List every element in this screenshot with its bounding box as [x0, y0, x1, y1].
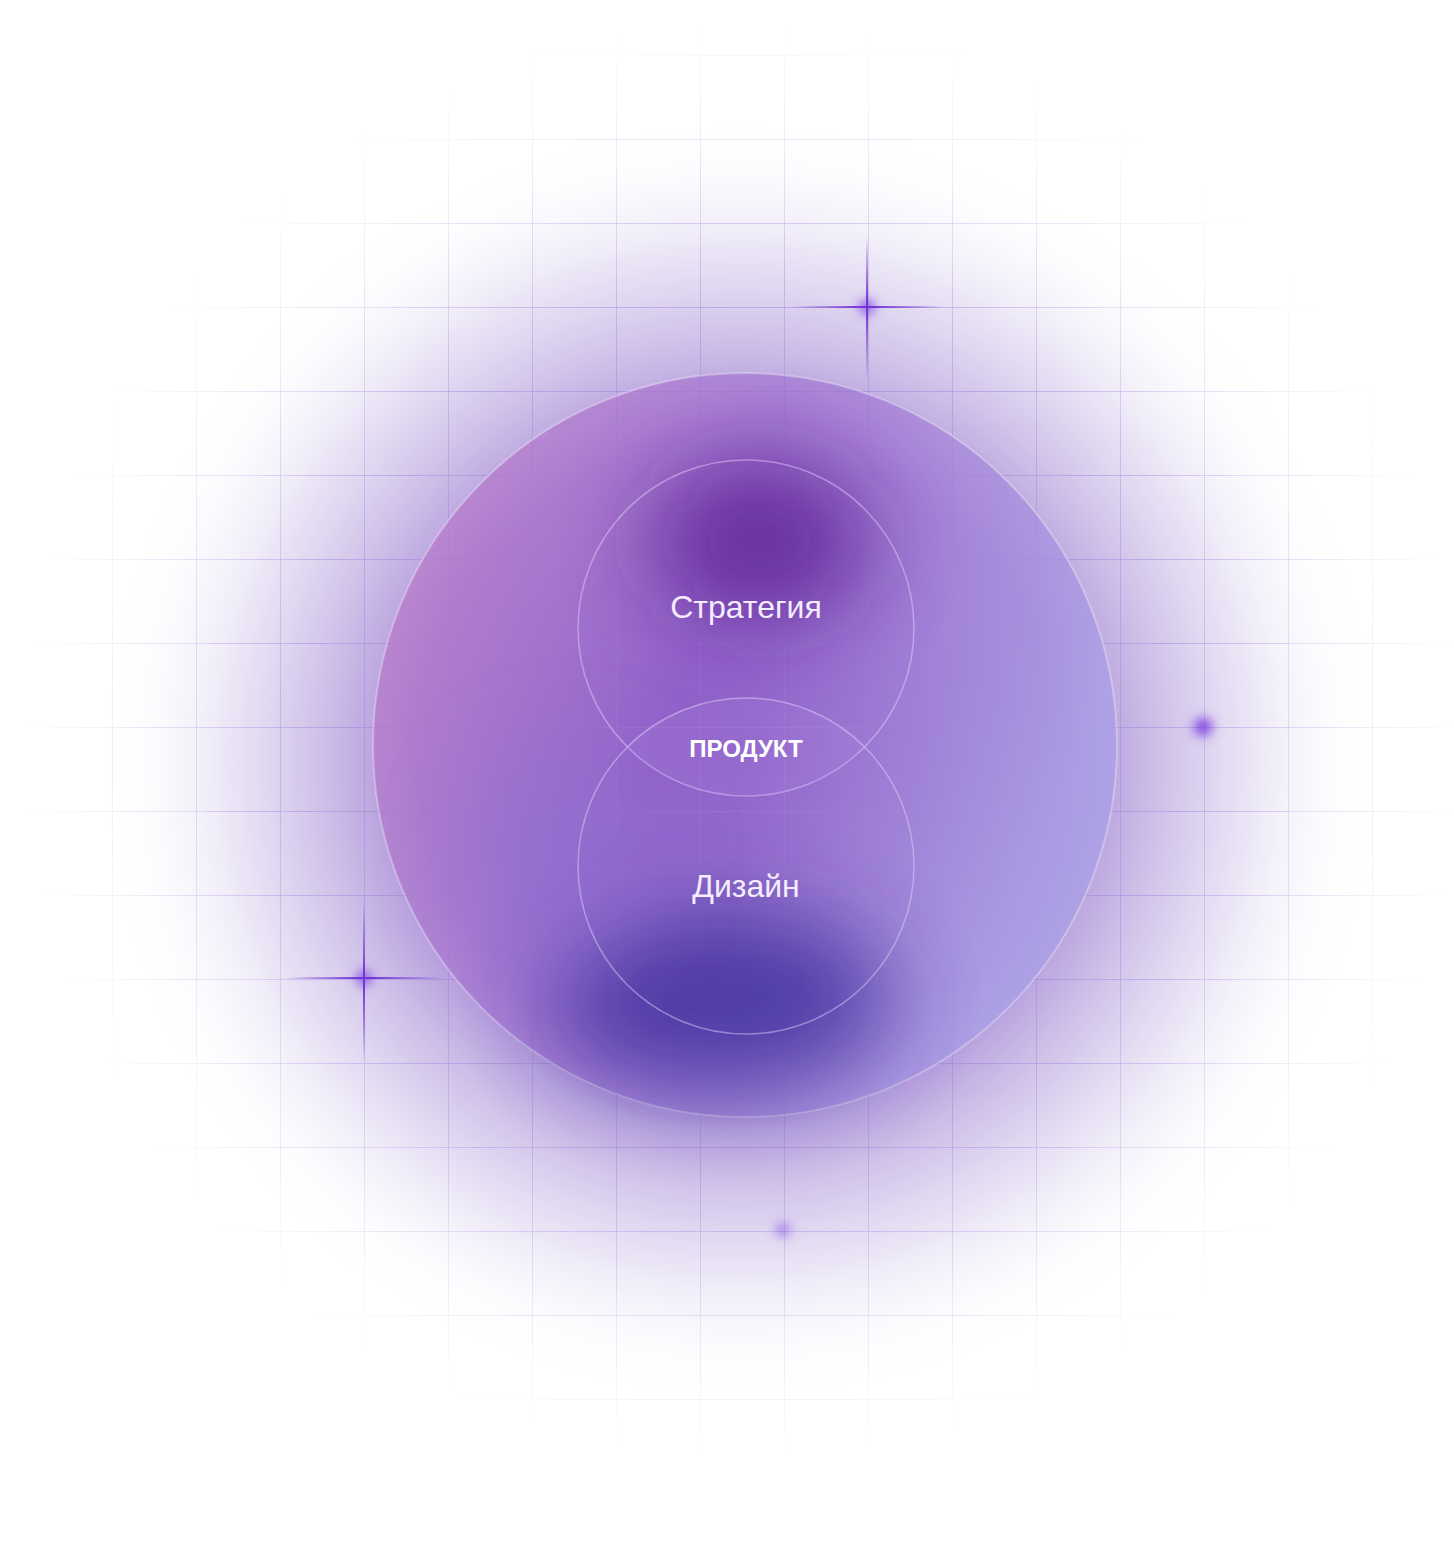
- sparkle: [777, 1224, 789, 1236]
- circle-label: Стратегия: [670, 589, 822, 626]
- circle-label: Дизайн: [692, 868, 800, 905]
- sparkle: [790, 235, 945, 380]
- sparkle: [1194, 718, 1212, 736]
- intersection-label: ПРОДУКТ: [689, 735, 803, 763]
- product-intersection: ПРОДУКТ: [626, 697, 866, 797]
- sparkle: [285, 900, 445, 1060]
